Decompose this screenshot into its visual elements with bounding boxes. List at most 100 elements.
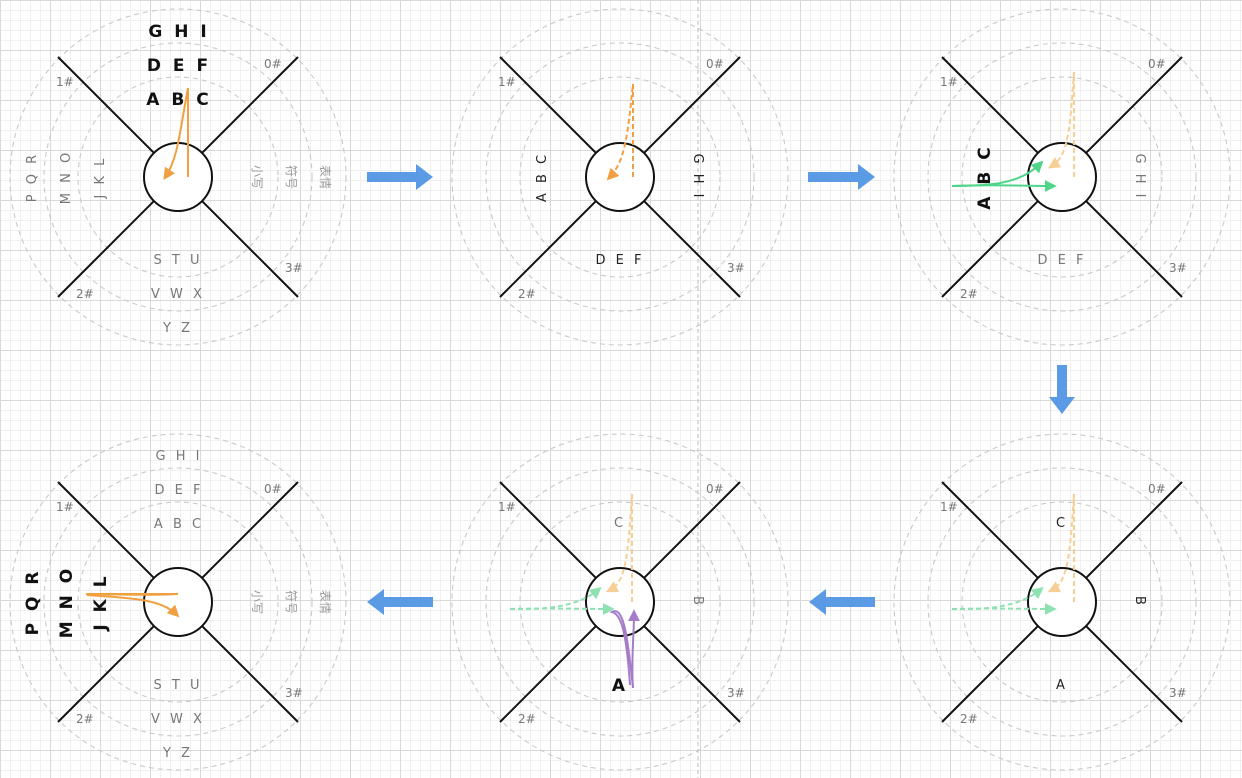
key-yz[interactable]: Y Z (162, 321, 193, 336)
ring-outer (451, 433, 789, 771)
key-yz[interactable]: Y Z (162, 746, 193, 761)
center-hub[interactable] (143, 567, 213, 637)
key-abc[interactable]: A B C (535, 152, 550, 202)
panel-5: 0# 1# 2# 3# C B A (451, 433, 789, 771)
hash-label: 3# (1169, 686, 1187, 700)
center-hub[interactable] (585, 142, 655, 212)
key-stu[interactable]: S T U (154, 678, 203, 693)
key-def[interactable]: D E F (155, 483, 204, 498)
ring-inner (961, 501, 1163, 703)
ring-outer (893, 8, 1231, 346)
hash-label: 0# (1148, 57, 1166, 71)
key-ghi[interactable]: G H I (156, 449, 203, 464)
ring-inner (77, 76, 279, 278)
flow-arrow-down (1049, 365, 1075, 414)
ring-middle (927, 42, 1197, 312)
ring-inner (961, 76, 1163, 278)
center-hub[interactable] (1027, 567, 1097, 637)
key-mno[interactable]: M N O (59, 150, 74, 204)
key-lowercase[interactable]: 小写 (250, 165, 264, 189)
key-c[interactable]: C (1056, 516, 1068, 531)
flow-arrow-left (809, 589, 875, 615)
ring-outer (451, 8, 789, 346)
hash-label: 0# (706, 57, 724, 71)
orange-swipe-faded (605, 493, 633, 602)
key-emoji[interactable]: 表情 (318, 165, 332, 189)
key-emoji[interactable]: 表情 (318, 590, 332, 614)
green-swipe (951, 160, 1044, 187)
key-def[interactable]: D E F (596, 253, 645, 268)
hash-label: 3# (285, 261, 303, 275)
orange-swipe-faded (1047, 493, 1075, 602)
key-a[interactable]: A (612, 676, 628, 696)
hash-label: 1# (498, 500, 516, 514)
key-def[interactable]: D E F (147, 56, 211, 76)
key-vwx[interactable]: V W X (151, 287, 205, 302)
flow-arrow-left (367, 589, 433, 615)
hash-label: 3# (285, 686, 303, 700)
key-abc[interactable]: A B C (154, 517, 204, 532)
hash-label: 2# (518, 712, 536, 726)
hash-label: 0# (706, 482, 724, 496)
key-def[interactable]: D E F (1038, 253, 1087, 268)
ring-middle (43, 42, 313, 312)
key-pqr[interactable]: P Q R (25, 152, 40, 202)
flow-arrow-right (808, 164, 875, 190)
key-abc[interactable]: A B C (975, 144, 995, 209)
green-swipe-faded (951, 587, 1044, 611)
ring-outer (9, 433, 347, 771)
hash-label: 3# (1169, 261, 1187, 275)
panel-4: 0# 1# 2# 3# C B A (893, 433, 1231, 771)
flow-arrow-right (367, 164, 433, 190)
ring-middle (485, 42, 755, 312)
ring-inner (519, 501, 721, 703)
ring-middle (485, 467, 755, 737)
panel-2: 0# 1# 2# 3# A B C G H I D E F (451, 0, 789, 778)
key-c[interactable]: C (614, 516, 626, 531)
orange-swipe-return (86, 594, 180, 618)
key-ghi[interactable]: G H I (1132, 154, 1147, 201)
green-swipe (951, 179, 1057, 192)
key-ghi[interactable]: G H I (690, 154, 705, 201)
hash-label: 0# (264, 482, 282, 496)
key-jkl[interactable]: J K L (91, 573, 111, 631)
hash-label: 2# (518, 287, 536, 301)
key-ghi[interactable]: G H I (148, 22, 209, 42)
key-mno[interactable]: M N O (57, 566, 77, 638)
key-b[interactable]: B (690, 596, 705, 608)
panel-6: 0# 1# 2# 3# G H I D E F A B C S T U V W … (9, 433, 347, 771)
orange-swipe-up (163, 87, 189, 180)
hash-label: 0# (264, 57, 282, 71)
key-pqr[interactable]: P Q R (23, 569, 43, 636)
key-symbol[interactable]: 符号 (284, 590, 299, 614)
hash-label: 2# (960, 287, 978, 301)
key-stu[interactable]: S T U (154, 253, 203, 268)
key-b[interactable]: B (1132, 596, 1147, 608)
hash-label: 2# (76, 287, 94, 301)
orange-swipe-dashed (606, 83, 634, 181)
ring-outer (893, 433, 1231, 771)
purple-swipe (609, 610, 634, 689)
hash-label: 1# (940, 75, 958, 89)
orange-swipe-faded (1047, 71, 1075, 177)
hash-label: 2# (960, 712, 978, 726)
ring-outer (9, 8, 347, 346)
center-hub[interactable] (1027, 142, 1097, 212)
purple-swipe-arrow (627, 609, 640, 689)
hash-label: 1# (56, 500, 74, 514)
key-symbol[interactable]: 符号 (284, 165, 299, 189)
key-abc[interactable]: A B C (146, 90, 211, 110)
key-lowercase[interactable]: 小写 (250, 590, 264, 614)
hash-label: 1# (56, 75, 74, 89)
key-vwx[interactable]: V W X (151, 712, 205, 727)
center-hub[interactable] (143, 142, 213, 212)
ring-inner (519, 76, 721, 278)
ring-inner (77, 501, 279, 703)
panel-1: 0# 1# 2# 3# G H I D E F A B C S T U V W … (9, 8, 347, 346)
key-a[interactable]: A (1056, 678, 1068, 693)
hash-label: 3# (727, 261, 745, 275)
hash-label: 2# (76, 712, 94, 726)
hash-label: 3# (727, 686, 745, 700)
key-jkl[interactable]: J K L (93, 156, 108, 200)
